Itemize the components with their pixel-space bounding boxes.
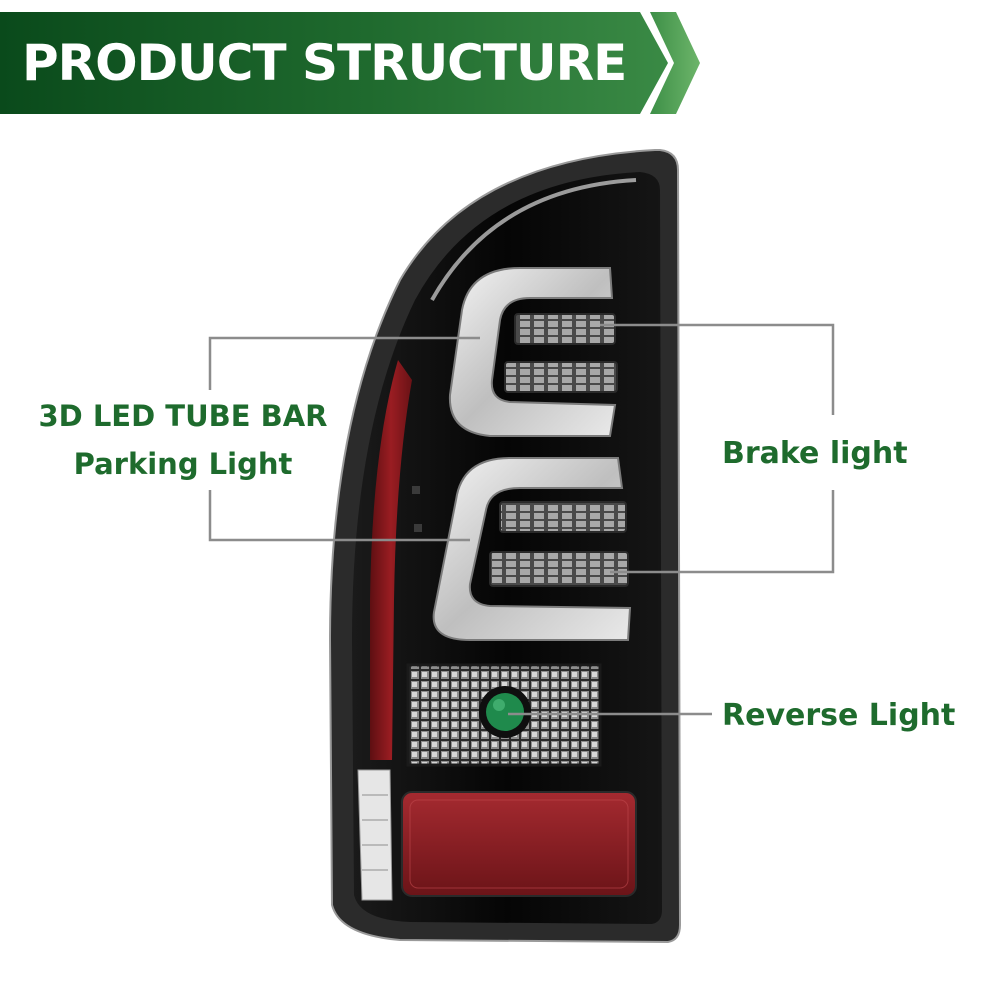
parking-light-label-line2: Parking Light xyxy=(73,447,293,481)
leader-lines xyxy=(208,323,835,716)
banner-background xyxy=(0,12,700,114)
banner-title: PRODUCT STRUCTURE xyxy=(22,34,627,92)
parking-light-label: 3D LED TUBE BAR Parking Light xyxy=(28,392,338,488)
brake-light-label: Brake light xyxy=(722,436,908,471)
parking-light-label-line1: 3D LED TUBE BAR xyxy=(38,399,328,433)
title-banner: PRODUCT STRUCTURE xyxy=(0,12,700,114)
reverse-light-label: Reverse Light xyxy=(722,698,956,733)
